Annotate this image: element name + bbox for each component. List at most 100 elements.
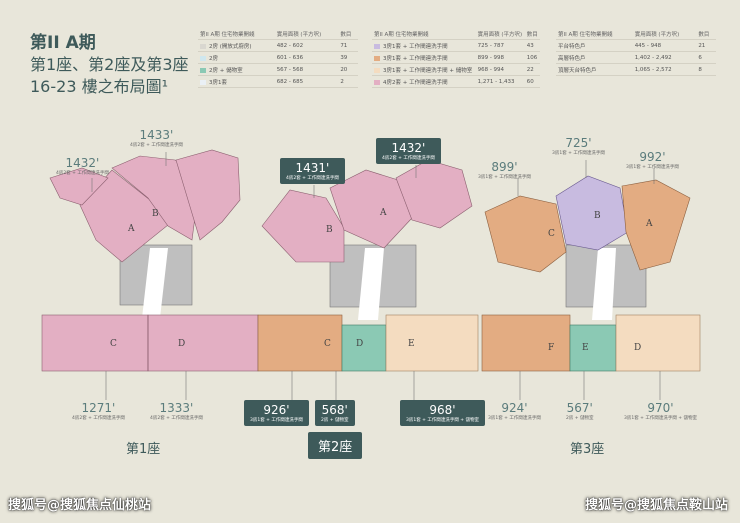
row-area: 725 - 787 — [475, 39, 525, 52]
unit-size: 725' — [565, 136, 592, 150]
row-count: 60 — [524, 75, 540, 88]
towers-title: 第1座、第2座及第3座 — [30, 55, 189, 74]
unit-letter-1c: C — [110, 339, 117, 349]
unit-1c — [41, 314, 149, 372]
unit-size: 567' — [566, 401, 593, 415]
unit-desc: 4房2套 + 工作間連洗手間 — [382, 156, 435, 161]
tower-1-plan — [41, 149, 259, 372]
unit-size: 968' — [429, 403, 456, 417]
unit-table-2: 第II A期 住宅物業開綫 實用面積 (平方呎) 數目 3房1套 + 工作間連洗… — [372, 28, 540, 88]
unit-desc: 4房2套 + 工作間連洗手間 — [72, 416, 125, 421]
unit-letter-1d: D — [178, 339, 185, 349]
row-count: 22 — [524, 63, 540, 76]
unit-table-1: 第II A期 住宅物業開綫 實用面積 (平方呎) 數目 2房 (開放式廚房) 4… — [198, 28, 358, 88]
table-header-count: 數目 — [696, 28, 716, 40]
unit-desc: 3房1套 + 工作間連洗手間 + 儲物室 — [624, 416, 697, 421]
unit-desc: 4房2套 + 工作間連洗手間 — [286, 176, 339, 181]
color-swatch — [374, 55, 380, 61]
color-swatch — [374, 79, 380, 85]
row-label: 2房 (開放式廚房) — [209, 43, 252, 50]
row-count: 21 — [696, 39, 716, 52]
unit-size: 1432' — [65, 156, 100, 170]
unit-letters: A B C D B A C D E C B A F E D — [110, 208, 653, 353]
row-area: 482 - 602 — [274, 39, 339, 52]
row-area: 1,065 - 2,572 — [632, 63, 697, 76]
row-count: 2 — [338, 75, 358, 88]
row-label: 3房1套 + 工作間連洗手間 + 儲物室 — [383, 67, 473, 74]
table-header-count: 數目 — [338, 28, 358, 40]
unit-desc: 3房1套 + 工作間連洗手間 — [552, 151, 605, 156]
phase-title: 第II A期 — [30, 33, 96, 53]
row-label: 4房2套 + 工作間連洗手間 — [383, 79, 448, 86]
row-label: 3房1套 — [209, 79, 227, 86]
row-count: 8 — [696, 63, 716, 76]
unit-letter-2d: D — [356, 339, 363, 349]
unit-desc: 2房 + 儲物室 — [566, 416, 594, 421]
tower-2-label: 第2座 — [308, 432, 363, 459]
unit-3f — [481, 314, 571, 372]
unit-letter-3a: A — [645, 219, 653, 229]
row-label: 3房1套 + 工作間連洗手間 — [383, 55, 448, 62]
tower-2-plan — [257, 159, 479, 372]
color-swatch — [200, 43, 206, 49]
color-swatch — [200, 55, 206, 61]
unit-desc: 3房1套 + 工作間連洗手間 + 儲物室 — [406, 418, 479, 423]
unit-desc: 4房2套 + 工作間連洗手間 — [56, 171, 109, 176]
unit-3c — [484, 195, 567, 273]
unit-desc: 3房1套 + 工作間連洗手間 — [478, 175, 531, 180]
unit-3b — [555, 175, 629, 251]
unit-2c — [257, 314, 343, 372]
unit-1b-wing — [175, 149, 241, 241]
row-count: 106 — [524, 51, 540, 64]
color-swatch — [200, 67, 206, 73]
table-header-unit: 第II A期 住宅物業開綫 — [556, 28, 633, 40]
row-count: 39 — [338, 51, 358, 64]
unit-letter-2e: E — [408, 339, 415, 349]
unit-size: 992' — [639, 150, 666, 164]
unit-tag-2c: 926' 3房1套 + 工作間連洗手間 — [244, 400, 309, 426]
color-swatch — [374, 43, 380, 49]
table-header-area: 實用面積 (平方呎) — [475, 28, 525, 40]
table-header-area: 實用面積 (平方呎) — [274, 28, 339, 40]
row-area: 445 - 948 — [632, 39, 697, 52]
unit-size: 1333' — [159, 401, 194, 415]
unit-desc: 4房2套 + 工作間連洗手間 — [130, 143, 183, 148]
table-header-unit: 第II A期 住宅物業開綫 — [198, 28, 275, 40]
tower-1-label: 第1座 — [126, 442, 161, 457]
table-row: 頂層天台特色戶 1,065 - 2,572 8 — [556, 63, 716, 76]
watermark-right: 搜狐号@搜狐焦点鞍山站 — [584, 498, 728, 513]
unit-letter-1a: A — [127, 224, 135, 234]
corridor — [592, 248, 616, 320]
table-header-area: 實用面積 (平方呎) — [632, 28, 697, 40]
color-swatch — [200, 79, 206, 85]
table-header-unit: 第II A期 住宅物業開綫 — [372, 28, 476, 40]
table-row: 平台特色戶 445 - 948 21 — [556, 39, 716, 52]
unit-size: 1431' — [295, 161, 330, 175]
unit-letter-1b: B — [152, 209, 159, 219]
row-label: 平台特色戶 — [556, 39, 633, 52]
table-row: 3房1套 + 工作間連洗手間 + 儲物室 968 - 994 22 — [372, 63, 540, 76]
table-row: 3房1套 + 工作間連洗手間 899 - 998 106 — [372, 51, 540, 64]
unit-size: 1432' — [391, 141, 426, 155]
unit-letter-3d: D — [634, 343, 641, 353]
unit-tag-2b: 1431' 4房2套 + 工作間連洗手間 — [280, 158, 345, 184]
tower-3-plan — [481, 175, 701, 372]
unit-tag-1a: 1432' 4房2套 + 工作間連洗手間 — [56, 156, 109, 176]
unit-tag-3b: 725' 3房1套 + 工作間連洗手間 — [552, 136, 605, 156]
row-label: 2房 — [209, 55, 218, 62]
table-row: 4房2套 + 工作間連洗手間 1,271 - 1,433 60 — [372, 75, 540, 88]
table-row: 3房1套 + 工作間連洗手間 725 - 787 43 — [372, 39, 540, 52]
plans-subtitle: 16-23 樓之布局圖¹ — [30, 77, 168, 96]
unit-tag-2a: 1432' 4房2套 + 工作間連洗手間 — [376, 138, 441, 164]
unit-tag-1c: 1271' 4房2套 + 工作間連洗手間 — [72, 401, 125, 421]
unit-size: 926' — [263, 403, 290, 417]
corridor — [142, 248, 168, 318]
unit-desc: 3房1套 + 工作間連洗手間 — [488, 416, 541, 421]
unit-table-3: 第II A期 住宅物業開綫 實用面積 (平方呎) 數目 平台特色戶 445 - … — [556, 28, 716, 76]
unit-tag-3f: 924' 3房1套 + 工作間連洗手間 — [488, 401, 541, 421]
unit-letter-2c: C — [324, 339, 331, 349]
unit-desc: 3房1套 + 工作間連洗手間 — [250, 418, 303, 423]
row-area: 968 - 994 — [475, 63, 525, 76]
